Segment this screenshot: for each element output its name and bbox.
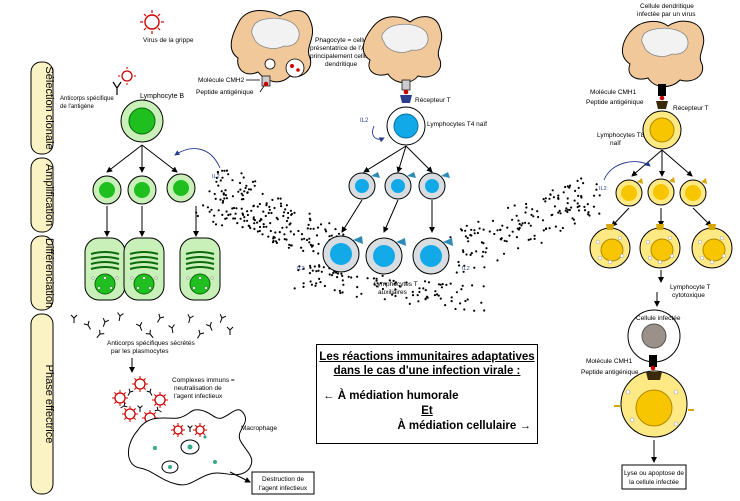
destruction-label-1: Destruction de	[262, 476, 304, 483]
cmh2-label: Molécule CMH2	[198, 77, 245, 84]
il2-bottom-right-label: IL2	[462, 266, 470, 272]
phagocyte-label-2: présentatrice de l'Ag,	[310, 45, 371, 52]
t4-amplification-arrows	[363, 145, 433, 173]
phase-box-amplification	[30, 157, 54, 233]
complexes-label-1: Complexes immuns =	[172, 377, 235, 384]
phagocyte-label-1: Phagocyte = cellule	[315, 37, 372, 44]
dendritique-label-2: infectée par un virus	[637, 11, 696, 18]
phagocyte-label-4: dendritique	[325, 61, 358, 68]
phagocyte-dendritic-cell	[230, 10, 314, 87]
macrophage-captured-viruses	[171, 423, 207, 437]
secreted-antibodies	[70, 312, 234, 339]
title-line-2: dans le cas d'une infection virale :	[333, 365, 521, 377]
amplified-b-cells	[92, 173, 196, 205]
phase-box-differenciation	[30, 235, 54, 311]
cmh1-bottom-label: Molécule CMH1	[586, 358, 633, 365]
antibody-icon	[112, 81, 122, 95]
anticorps-label-2: de l'antigène	[60, 104, 95, 110]
title-line-1: Les réactions immunitaires adaptatives	[319, 351, 535, 363]
killer-t-cell	[614, 370, 694, 438]
t-cytotoxique-label-2: cytotoxique	[672, 292, 705, 299]
title-box: Les réactions immunitaires adaptatives d…	[316, 344, 538, 444]
small-virus	[118, 67, 136, 85]
infected-dendritic-cell	[622, 20, 705, 109]
flu-virus	[140, 10, 164, 34]
cytotoxic-t-cells	[589, 224, 733, 269]
dendritique-label-1: Cellule dendritique	[640, 3, 694, 10]
cellule-infectee-label: Cellule infectée	[636, 315, 681, 322]
amplified-t8-cells	[615, 177, 707, 207]
t8-diff-arrows	[611, 207, 712, 227]
phase-box-selection	[30, 61, 54, 155]
t-auxiliaires-label-2: auxiliaires	[378, 289, 408, 296]
il2-left-arrow	[174, 148, 221, 169]
t4-naif-label: Lymphocytes T4 naïf	[427, 121, 487, 128]
t8-amplification-arrows	[631, 149, 693, 177]
mediation-cellulaire: À médiation cellulaire →	[397, 420, 531, 432]
cmh1-top-label: Molécule CMH1	[590, 89, 637, 96]
recepteur-t-right-label: Récepteur T	[673, 105, 709, 112]
phase-label-differenciation: Différenciation	[43, 238, 55, 308]
phase-box-effectrice	[30, 313, 54, 495]
t8-naif-label-2: naïf	[610, 140, 621, 147]
peptide-left-pointer	[259, 85, 265, 93]
recepteur-t-mid-label: Récepteur T	[415, 97, 451, 104]
anticorps-label-1: Anticorps spécifique	[60, 96, 114, 102]
b-diff-arrows	[104, 206, 199, 237]
mediation-humorale: ← À médiation humorale	[323, 390, 459, 402]
title-et: Et	[421, 405, 433, 417]
il2-right-arrow	[603, 161, 651, 181]
il2-mid-arrow	[372, 125, 385, 143]
amplified-t4-cells	[348, 172, 450, 200]
il2-mid-label: IL2	[360, 118, 369, 124]
virus-label: Virus de la grippe	[143, 37, 194, 44]
peptide-right-label: Peptide antigénique	[586, 99, 644, 106]
lymphocyte-b-label: Lymphocyte B	[140, 93, 184, 100]
presenting-phagocyte	[362, 16, 443, 103]
t8-naif-label-1: Lymphocytes T8	[597, 132, 645, 139]
phagocyte-label-3: principalement cellule	[310, 53, 373, 60]
macrophage	[128, 409, 253, 486]
cytokine-dots	[195, 169, 601, 312]
lyse-label-1: Lyse ou apoptose de	[624, 470, 684, 477]
il2-left-label: IL2	[212, 174, 220, 180]
macrophage-label: Macrophage	[241, 425, 278, 432]
peptide-bottom-label: Peptide antigénique	[581, 369, 639, 376]
peptide-left-label: Peptide antigénique	[196, 89, 254, 96]
complexes-label-2: neutralisation de	[174, 385, 222, 392]
phase-label-selection: Sélection clonale	[43, 66, 55, 149]
t4-diff-arrows	[341, 199, 435, 233]
t-auxiliaires-label-1: Lymphocytes T	[374, 281, 418, 288]
il2-right-label: IL2	[599, 186, 607, 192]
destruction-box	[251, 471, 315, 495]
phase-column: Sélection clonale Amplification Différen…	[30, 61, 55, 495]
arrow-to-destruction	[229, 471, 251, 483]
phase-label-amplification: Amplification	[43, 164, 55, 226]
lyse-label-2: la cellule infectée	[629, 479, 679, 486]
phase-label-effectrice: Phase effectrice	[43, 365, 55, 444]
t4-naive-cell	[386, 106, 426, 146]
il2-bottom-label: IL2	[297, 266, 305, 272]
lyse-box	[621, 464, 687, 490]
t-auxiliaires-cells	[322, 235, 453, 275]
b-amplification-arrows	[106, 144, 178, 173]
lymphocyte-b	[120, 99, 164, 143]
t-cytotoxique-label-1: Lymphocyte T	[670, 284, 710, 291]
destruction-label-2: l'agent infectieux	[259, 485, 308, 492]
plasmocytes	[84, 237, 221, 301]
complexes-label-3: l'agent infectieux	[174, 393, 223, 400]
infected-cell	[627, 309, 681, 371]
anticorps-secretes-label-2: par les plasmocytes	[111, 348, 169, 355]
t8-naive-cell	[642, 110, 682, 150]
anticorps-secretes-label-1: Anticorps spécifiques sécrétés	[107, 340, 196, 347]
